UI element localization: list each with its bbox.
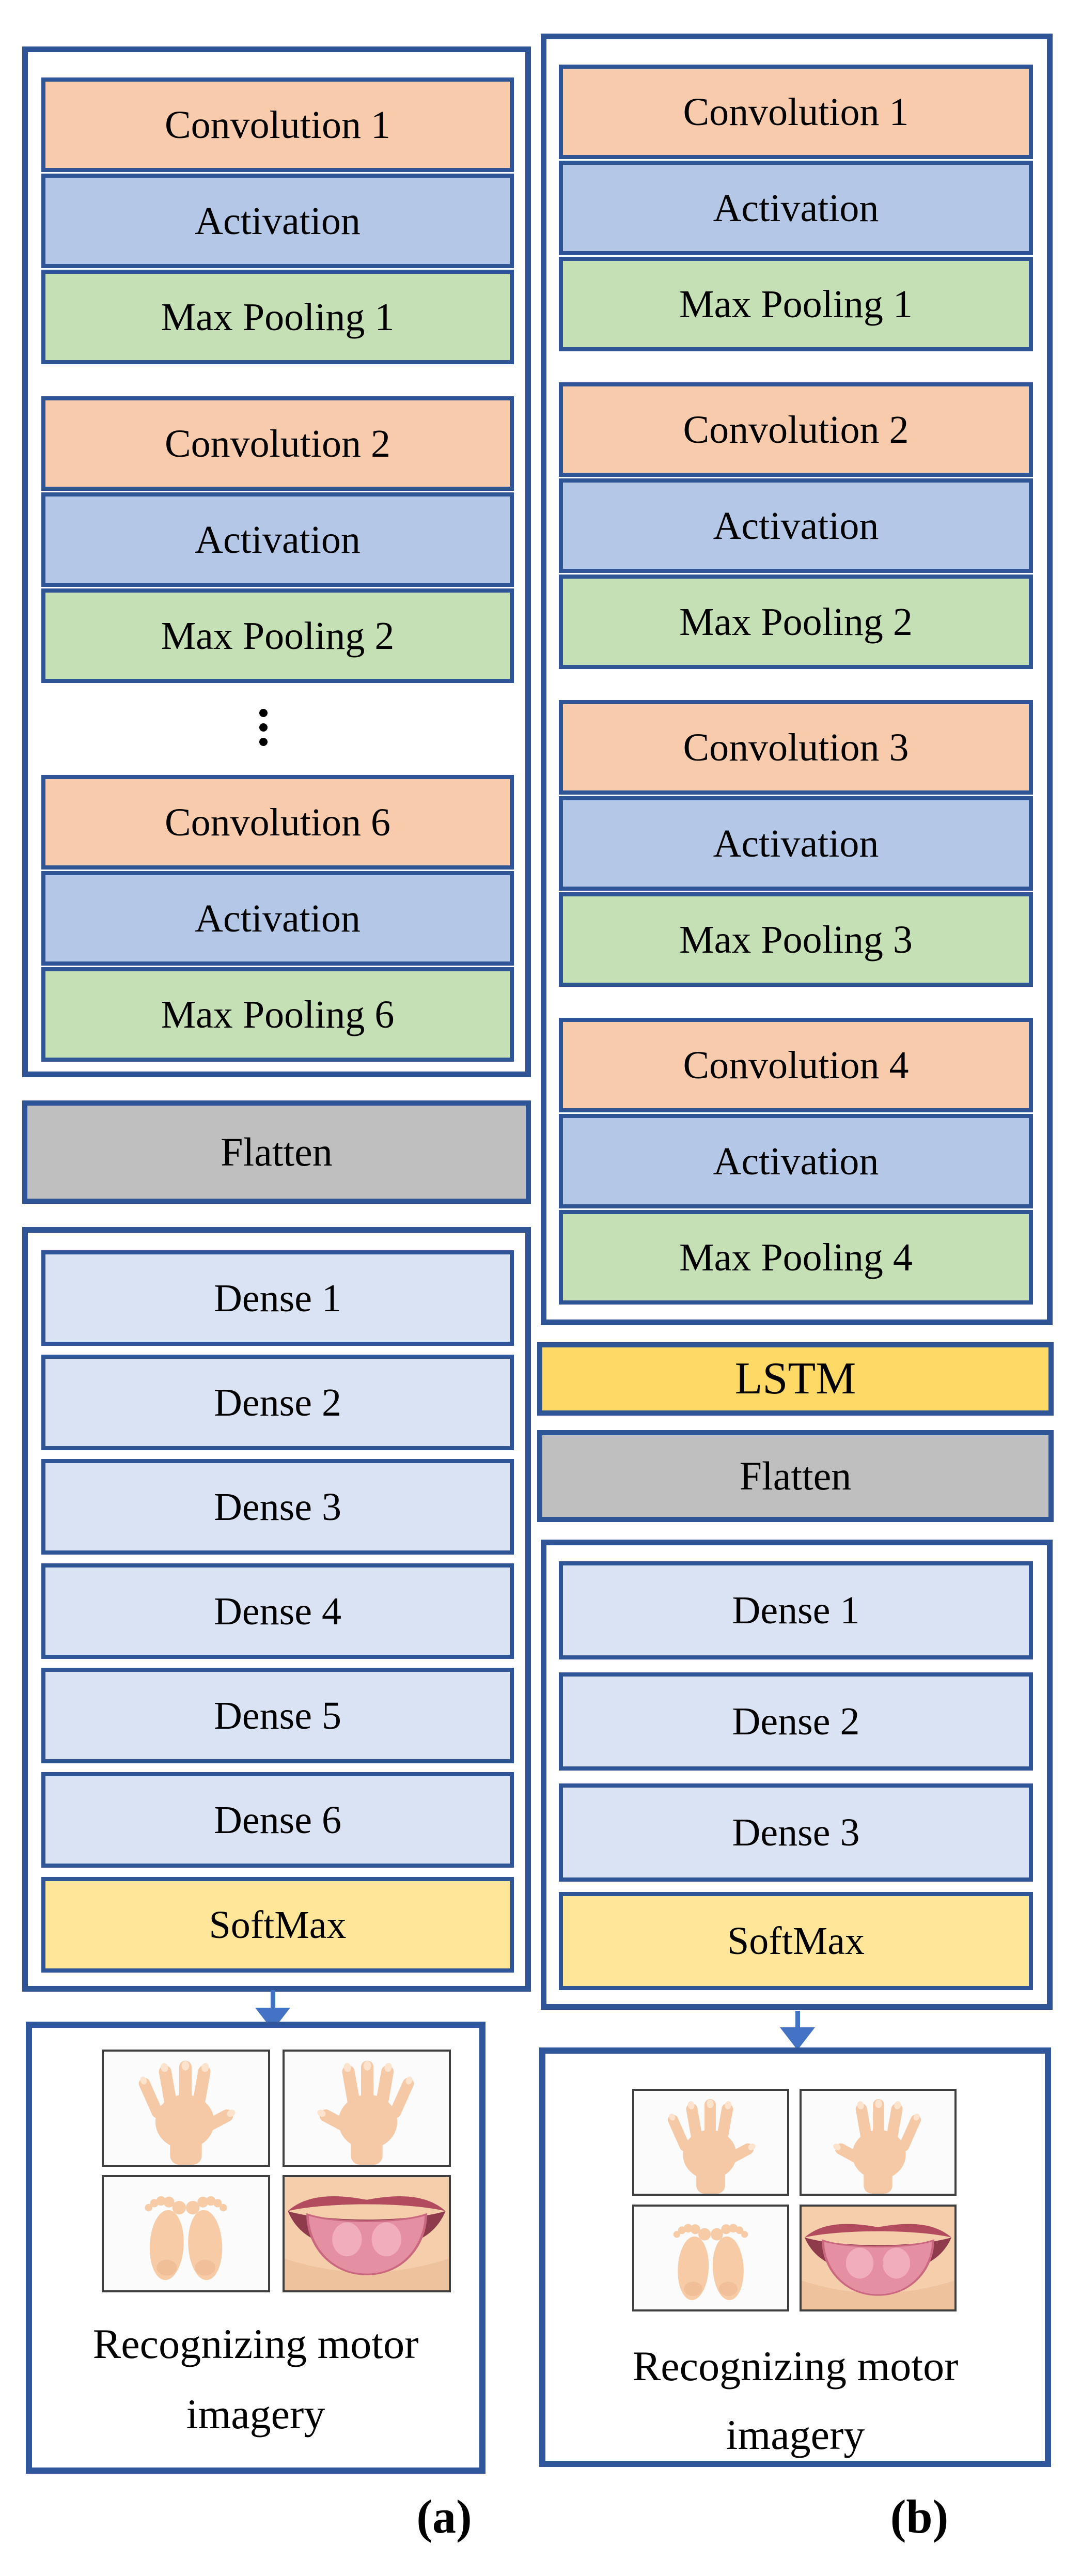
- panel-a-caption-line2: imagery: [186, 2391, 325, 2438]
- panel-b-max-pooling-2-block: Max Pooling 2: [559, 575, 1033, 669]
- panel-a-caption-line1: Recognizing motor: [92, 2320, 419, 2367]
- panel-b-caption-line1: Recognizing motor: [632, 2342, 959, 2389]
- panel-b-dense-3-block: Dense 3: [559, 1783, 1033, 1882]
- panel-b-lstm-block: LSTM: [537, 1342, 1054, 1416]
- panel-a-flatten-block: Flatten: [22, 1100, 531, 1204]
- panel-a-left-hand-image: [102, 2050, 270, 2167]
- panel-b-softmax-block: SoftMax: [559, 1892, 1033, 1990]
- panel-b-caption-line2: imagery: [726, 2411, 865, 2458]
- panel-b-convolution-4-block: Convolution 4: [559, 1018, 1033, 1112]
- panel-a-softmax-block: SoftMax: [41, 1877, 514, 1973]
- panel-b-convolution-1-block: Convolution 1: [559, 65, 1033, 159]
- panel-a-activation-1-block: Activation: [41, 174, 514, 268]
- panel-a-right-hand-image: [283, 2050, 451, 2167]
- panel-a-activation-2-block: Activation: [41, 492, 514, 587]
- panel-a-dense-3-block: Dense 3: [41, 1459, 514, 1555]
- panel-a-convolution-6-block: Convolution 6: [41, 775, 514, 870]
- panel-b-max-pooling-3-block: Max Pooling 3: [559, 892, 1033, 987]
- panel-b-max-pooling-4-block: Max Pooling 4: [559, 1210, 1033, 1305]
- panel-a-max-pooling-2-block: Max Pooling 2: [41, 588, 514, 683]
- panel-b-convolution-3-block: Convolution 3: [559, 700, 1033, 795]
- panel-b-dense-2-block: Dense 2: [559, 1672, 1033, 1771]
- panel-b-flatten-block: Flatten: [537, 1430, 1054, 1522]
- panel-b-left-hand-image: [632, 2089, 789, 2196]
- panel-b-down-arrow-head-icon: [780, 2027, 815, 2050]
- panel-a-dense-4-block: Dense 4: [41, 1563, 514, 1659]
- panel-b-activation-3-block: Activation: [559, 796, 1033, 891]
- panel-a-activation-6-block: Activation: [41, 871, 514, 966]
- panel-a-dense-2-block: Dense 2: [41, 1355, 514, 1450]
- panel-a-max-pooling-1-block: Max Pooling 1: [41, 270, 514, 364]
- ellipsis-dot: [259, 738, 268, 746]
- panel-b-label: (b): [890, 2490, 949, 2543]
- panel-b-down-arrow-icon: [795, 2011, 800, 2028]
- panel-b-max-pooling-1-block: Max Pooling 1: [559, 257, 1033, 351]
- panel-b-dense-1-block: Dense 1: [559, 1561, 1033, 1659]
- panel-b-convolution-2-block: Convolution 2: [559, 382, 1033, 477]
- panel-b-feet-image: [632, 2205, 789, 2311]
- ellipsis-dot: [259, 723, 268, 732]
- panel-a-down-arrow-icon: [271, 1990, 275, 2010]
- panel-b-output-image-box: [539, 2047, 1051, 2467]
- panel-b-activation-1-block: Activation: [559, 161, 1033, 255]
- panel-a-convolution-2-block: Convolution 2: [41, 396, 514, 491]
- panel-a-convolution-1-block: Convolution 1: [41, 77, 514, 172]
- panel-a-tongue-image: [283, 2175, 451, 2292]
- panel-b-tongue-image: [800, 2205, 957, 2311]
- ellipsis-dot: [259, 709, 268, 717]
- panel-a-dense-1-block: Dense 1: [41, 1250, 514, 1346]
- panel-a-dense-5-block: Dense 5: [41, 1668, 514, 1763]
- panel-a-feet-image: [102, 2175, 270, 2292]
- vertical-ellipsis-icon: [259, 709, 268, 746]
- panel-b-activation-4-block: Activation: [559, 1114, 1033, 1208]
- panel-b-activation-2-block: Activation: [559, 478, 1033, 573]
- panel-a-dense-6-block: Dense 6: [41, 1772, 514, 1868]
- panel-a-max-pooling-6-block: Max Pooling 6: [41, 967, 514, 1062]
- panel-b-right-hand-image: [800, 2089, 957, 2196]
- panel-a-label: (a): [416, 2490, 472, 2543]
